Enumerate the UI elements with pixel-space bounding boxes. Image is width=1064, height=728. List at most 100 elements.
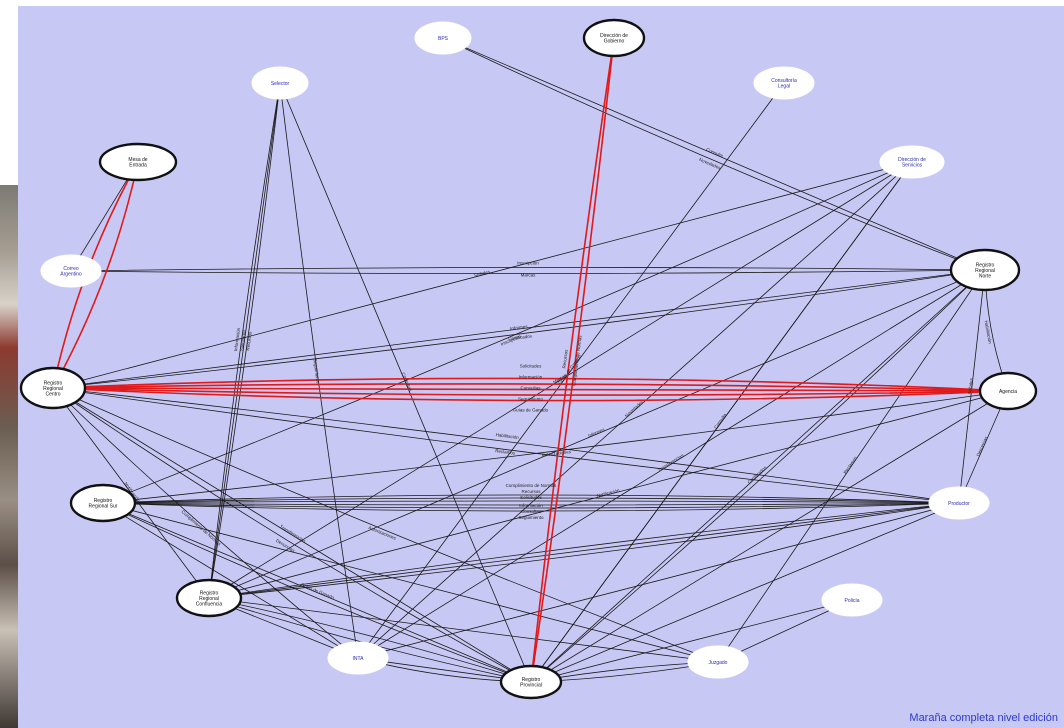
edge-correo-norte — [70, 269, 986, 274]
node-shape — [327, 641, 389, 675]
edge-centro-agencia — [52, 387, 1009, 402]
edge-label: Certificados — [508, 333, 533, 341]
edge-centro-norte — [52, 269, 986, 389]
edge-label: Habilitación — [495, 432, 519, 440]
edge-norte-confluencia — [208, 269, 986, 599]
edge-label: Solicitudes — [520, 495, 543, 500]
edge-label: Solicitudes — [239, 328, 247, 351]
node-shape — [928, 486, 990, 520]
node-label: BPS — [438, 36, 449, 42]
edge-label: Consulta — [705, 147, 724, 159]
edge-confluencia-juzgado — [208, 597, 719, 663]
node-shape — [19, 366, 87, 410]
edge-label: Recursos — [521, 489, 541, 494]
edge-centro-servicios — [52, 161, 913, 389]
edge-policia-provincial — [530, 599, 853, 683]
edge-label: Cumplimiento de Normas — [506, 483, 558, 488]
node-shape — [821, 583, 883, 617]
node-inta[interactable]: INTA — [327, 641, 389, 675]
node-label: Productor — [948, 501, 970, 507]
edge-label: Información — [233, 327, 241, 351]
edge-label: Informes — [587, 427, 606, 439]
edges-black — [52, 37, 1009, 683]
edge-label: Guías de Ganado — [513, 407, 549, 412]
edge-centro-inta — [52, 387, 359, 659]
edge-sur-productor — [102, 497, 960, 504]
edge-label: Notificación — [596, 488, 620, 499]
node-productor[interactable]: Productor — [928, 486, 990, 520]
edge-centro-agencia — [52, 387, 1009, 392]
edge-label: Señales — [474, 269, 492, 278]
edge-label: Cumplimiento de Normas — [571, 334, 583, 386]
edge-provincial-servicios — [530, 161, 913, 683]
edge-agencia-sur — [102, 390, 1009, 504]
node-label: Juzgado — [709, 660, 728, 666]
edge-bps-norte — [442, 37, 986, 271]
edge-norte-productor — [958, 269, 986, 504]
edge-label: Señales — [967, 377, 974, 394]
node-shape — [879, 145, 945, 179]
edge-centro-agencia — [52, 387, 1009, 396]
node-seleccion[interactable]: Selector — [251, 66, 309, 100]
edge-sur-productor — [102, 502, 960, 509]
edge-label: Reclamos — [495, 448, 516, 456]
edge-label: Consultas — [520, 385, 541, 390]
edge-centro-productor — [52, 387, 960, 504]
edge-label: Informes — [510, 324, 529, 331]
edge-seleccion-confluencia — [208, 82, 281, 599]
edge-label: Información — [519, 503, 543, 508]
edge-sur-inta — [102, 502, 359, 659]
edge-agencia-confluencia — [208, 390, 1009, 599]
edge-label: Seguimiento — [518, 515, 544, 520]
edge-confluencia-productor — [208, 502, 960, 599]
node-policia[interactable]: Policía — [821, 583, 883, 617]
node-label: Agencia — [999, 389, 1017, 395]
edge-bps-norte — [442, 37, 986, 271]
edge-label: Habilitación — [984, 320, 993, 344]
node-shape — [175, 578, 243, 618]
node-bps[interactable]: BPS — [414, 21, 472, 55]
edge-servicios-confluencia — [208, 161, 913, 599]
edge-gobierno-provincial — [530, 37, 615, 683]
edge-servicios-inta — [357, 161, 913, 659]
edges-red — [52, 37, 1009, 683]
node-agencia[interactable]: Agencia — [978, 371, 1038, 411]
node-shape — [40, 254, 102, 288]
edge-sur-productor — [102, 502, 960, 506]
edge-label: Consultas — [521, 509, 542, 514]
edge-label: Autorizaciones — [541, 449, 572, 458]
node-label: Selector — [271, 81, 290, 87]
node-juzgado[interactable]: Juzgado — [687, 645, 749, 679]
edge-provincial-norte — [530, 269, 986, 683]
edge-sur-provincial — [102, 502, 532, 683]
edge-label: Autorizaciones — [368, 525, 398, 541]
edge-centro-juzgado — [52, 387, 719, 663]
edge-productor-inta — [357, 502, 960, 659]
node-shape — [949, 248, 1021, 292]
edge-norte-provincial — [530, 269, 986, 683]
node-shape — [978, 371, 1038, 411]
edge-servicios-sur — [102, 161, 913, 504]
edge-mesa-centro — [52, 161, 139, 389]
edge-seleccion-confluencia — [208, 82, 281, 599]
edge-norte-inta — [357, 269, 986, 659]
edge-consultoria-inta — [357, 82, 785, 659]
